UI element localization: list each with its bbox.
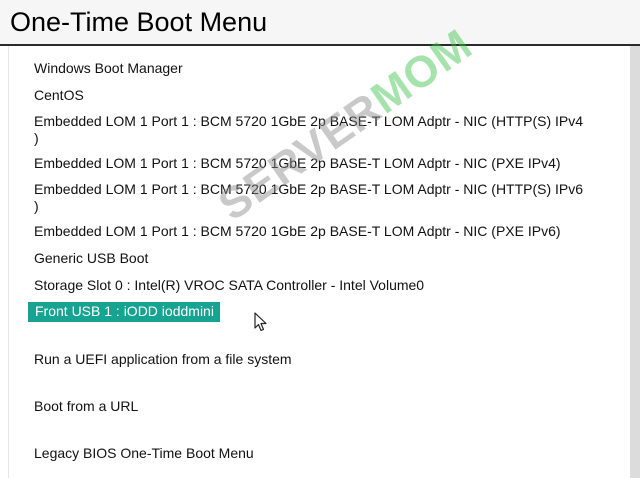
boot-option-lom-pxe-ipv6[interactable]: Embedded LOM 1 Port 1 : BCM 5720 1GbE 2p…	[34, 223, 561, 240]
scrollbar-track[interactable]	[630, 46, 640, 478]
boot-option-label: Front USB 1 : iODD ioddmini	[35, 303, 214, 319]
boot-option-label: Run a UEFI application from a file syste…	[34, 351, 292, 367]
boot-option-label: CentOS	[34, 87, 84, 103]
boot-option-generic-usb[interactable]: Generic USB Boot	[34, 250, 148, 267]
page-title: One-Time Boot Menu	[10, 7, 268, 37]
boot-option-label: Embedded LOM 1 Port 1 : BCM 5720 1GbE 2p…	[34, 113, 584, 129]
boot-option-lom-http-ipv6[interactable]: Embedded LOM 1 Port 1 : BCM 5720 1GbE 2p…	[34, 181, 583, 215]
boot-option-storage-slot-0[interactable]: Storage Slot 0 : Intel(R) VROC SATA Cont…	[34, 277, 424, 294]
boot-option-label: Legacy BIOS One-Time Boot Menu	[34, 445, 254, 461]
boot-option-windows-boot-manager[interactable]: Windows Boot Manager	[34, 60, 183, 77]
boot-option-front-usb-selected[interactable]: Front USB 1 : iODD ioddmini	[28, 302, 220, 322]
boot-option-lom-pxe-ipv4[interactable]: Embedded LOM 1 Port 1 : BCM 5720 1GbE 2p…	[34, 155, 561, 172]
boot-option-label: Storage Slot 0 : Intel(R) VROC SATA Cont…	[34, 277, 425, 293]
boot-menu-list	[8, 46, 631, 478]
boot-option-centos[interactable]: CentOS	[34, 87, 84, 104]
boot-option-label-continued: )	[34, 130, 39, 146]
title-bar: One-Time Boot Menu	[0, 0, 640, 44]
boot-option-label: Embedded LOM 1 Port 1 : BCM 5720 1GbE 2p…	[34, 155, 561, 171]
title-divider	[0, 44, 640, 46]
boot-option-label: Embedded LOM 1 Port 1 : BCM 5720 1GbE 2p…	[34, 181, 584, 197]
boot-option-label: Embedded LOM 1 Port 1 : BCM 5720 1GbE 2p…	[34, 223, 561, 239]
boot-option-legacy-bios-menu[interactable]: Legacy BIOS One-Time Boot Menu	[34, 445, 254, 462]
boot-option-lom-http-ipv4[interactable]: Embedded LOM 1 Port 1 : BCM 5720 1GbE 2p…	[34, 113, 583, 147]
boot-option-boot-from-url[interactable]: Boot from a URL	[34, 398, 138, 415]
mouse-pointer-icon	[254, 312, 267, 332]
boot-option-label: Generic USB Boot	[34, 250, 149, 266]
boot-option-label: Windows Boot Manager	[34, 60, 183, 76]
boot-option-label: Boot from a URL	[34, 398, 139, 414]
boot-option-label-continued: )	[34, 198, 39, 214]
boot-option-run-uefi-application[interactable]: Run a UEFI application from a file syste…	[34, 351, 292, 368]
